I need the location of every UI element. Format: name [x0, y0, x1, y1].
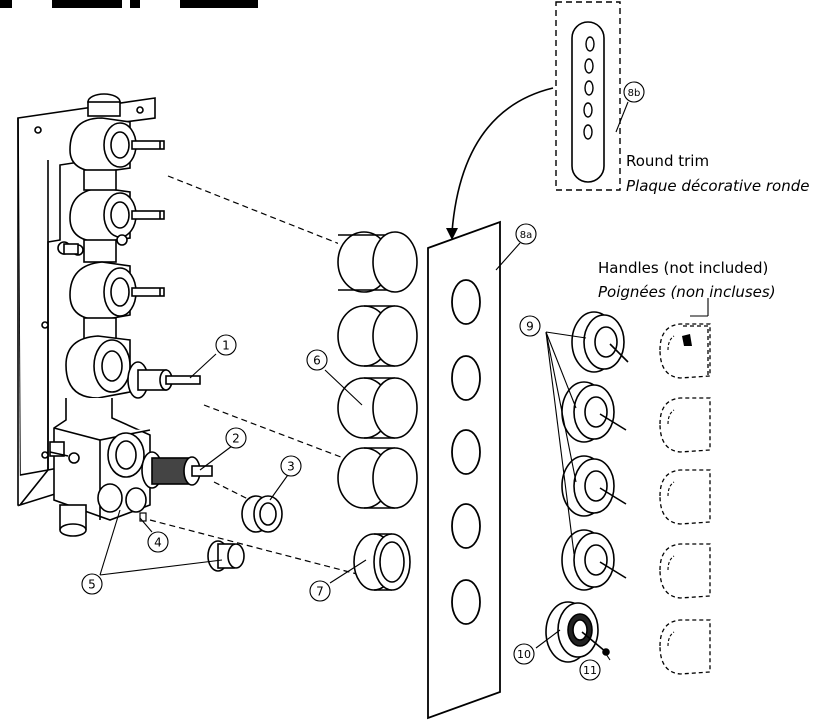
- part-5-check-valve: [207, 540, 245, 572]
- dashed-handles-inner: [667, 335, 675, 647]
- swap-arrow: [451, 87, 554, 233]
- callout-3: 3: [280, 455, 302, 477]
- callout-4: 4: [147, 531, 169, 553]
- callout-7: 7: [309, 580, 331, 602]
- svg-text:9: 9: [526, 320, 534, 334]
- callout-5: 5: [81, 573, 103, 595]
- part-3-stop-ring: [241, 495, 283, 533]
- leader-lines: [99, 101, 709, 661]
- cartridge-stems: [131, 140, 165, 297]
- part-6-sleeves: [337, 231, 418, 509]
- valve-body: [49, 93, 151, 537]
- part-2-thermo-cartridge: [141, 451, 213, 489]
- callout-2: 2: [225, 427, 247, 449]
- callout-1: 1: [215, 334, 237, 356]
- svg-text:1: 1: [222, 339, 230, 353]
- callout-10: 10: [513, 643, 535, 665]
- svg-text:3: 3: [287, 460, 295, 474]
- part-10-handle-base: [545, 601, 610, 663]
- svg-text:5: 5: [88, 578, 96, 592]
- svg-text:10: 10: [517, 648, 531, 661]
- svg-text:7: 7: [316, 585, 324, 599]
- handles-label: Handles (not included): [598, 259, 768, 277]
- svg-text:6: 6: [313, 354, 321, 368]
- callout-6: 6: [306, 349, 328, 371]
- callout-11: 11: [579, 659, 601, 681]
- callout-9: 9: [519, 315, 541, 337]
- swap-arrow-head: [446, 228, 458, 240]
- callout-8a: 8a: [515, 223, 537, 245]
- svg-text:8a: 8a: [520, 230, 533, 241]
- part-8b-round-trim: [555, 1, 621, 191]
- part-9-handle-bases: [561, 311, 629, 591]
- cut-title: [0, 0, 258, 8]
- svg-text:4: 4: [154, 536, 162, 550]
- part-7-ring: [353, 533, 411, 591]
- svg-text:11: 11: [583, 664, 597, 677]
- part-1-cartridge: [127, 361, 201, 399]
- svg-text:8b: 8b: [628, 88, 641, 99]
- dashed-handles: [659, 323, 711, 675]
- svg-text:2: 2: [232, 432, 240, 446]
- handles-label-fr: Poignées (non incluses): [598, 283, 776, 301]
- round-trim-label-fr: Plaque décorative ronde: [626, 177, 810, 195]
- handle-detail-arrow: [682, 334, 692, 346]
- round-trim-label: Round trim: [626, 152, 709, 170]
- part-8a-trim-plate: [427, 220, 501, 720]
- callout-8b: 8b: [623, 81, 645, 103]
